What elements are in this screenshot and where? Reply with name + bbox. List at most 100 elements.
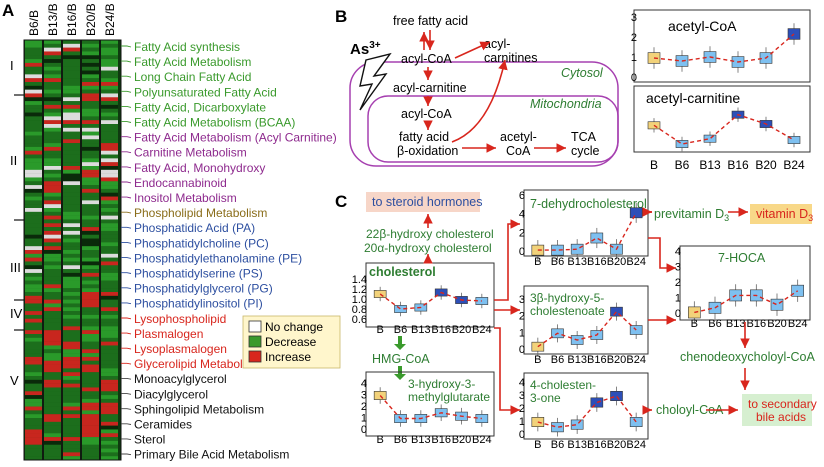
heatmap-cell [44,299,61,304]
heatmap-cell [63,337,80,342]
label-methylglutarate-1: 3-hydroxy-3- [408,377,475,391]
heatmap-cell [101,448,118,453]
heatmap-cell [44,166,61,171]
heatmap-cell [63,143,80,148]
heatmap-cell [101,398,118,403]
heatmap-cell [101,124,118,129]
heatmap-cell [44,246,61,251]
heatmap-cell [44,62,61,67]
heatmap-cell [101,295,118,300]
heatmap-cell [63,295,80,300]
heatmap-cell [44,66,61,71]
pathway-connector [121,60,132,63]
node-tca-line2: cycle [571,144,600,158]
heatmap-cell [44,418,61,423]
x-tick-label: B16 [747,318,767,330]
heatmap-cell [82,177,99,182]
heatmap-cell [63,208,80,213]
heatmap-cell [63,169,80,174]
heatmap-cell [101,326,118,331]
heatmap-cell [101,307,118,312]
heatmap-cell [25,456,42,461]
heatmap-cell [25,196,42,201]
heatmap-cell [25,173,42,178]
arrow-up-hmg-icon [394,336,406,350]
heatmap-cell [63,66,80,71]
label-methylglutarate-2: methylglutarate [408,390,490,404]
box-mark [373,391,387,400]
heatmap-cell [63,368,80,373]
heatmap-cell [44,356,61,361]
y-tick-label: 1 [631,52,637,64]
box-mark [570,419,584,430]
x-tick-label: B20 [607,354,627,366]
heatmap-cell [82,253,99,258]
heatmap-cell [63,124,80,129]
heatmap-cell [63,406,80,411]
heatmap-cell [101,97,118,102]
heatmap-cell [44,284,61,289]
box-mark [610,306,623,317]
heatmap-cell [101,219,118,224]
panel-letter-c: C [335,192,347,211]
heatmap-cell [82,341,99,346]
pathway-connector [121,317,132,320]
heatmap-cell [25,433,42,438]
heatmap-cell [101,139,118,144]
heatmap-cell [63,284,80,289]
box-mark [675,140,689,148]
secondary-bile-acids-box [742,394,812,426]
heatmap-cell [101,150,118,155]
heatmap-cell [25,299,42,304]
heatmap-cell [63,154,80,159]
box-mark [373,290,387,298]
heatmap-cell [101,154,118,159]
pathway-label: Ceramides [134,418,192,432]
heatmap-cell [82,89,99,94]
x-tick-label: B24 [788,318,808,330]
plot-title-hoca: 7-HOCA [718,251,766,265]
heatmap-cell [25,200,42,205]
trend-line [537,395,637,428]
heatmap-cell [44,139,61,144]
heatmap-cell [25,376,42,381]
heatmap-cell [63,97,80,102]
heatmap-cell [63,127,80,132]
heatmap-cell [25,51,42,56]
heatmap-cell [101,104,118,109]
heatmap-cell [44,448,61,453]
heatmap-cell [25,74,42,79]
heatmap-cell [63,288,80,293]
heatmap-cell [44,341,61,346]
heatmap-cell [63,341,80,346]
heatmap-cell [82,192,99,197]
heatmap-cell [101,55,118,60]
heatmap-cell [82,448,99,453]
heatmap-cell [25,379,42,384]
heatmap-cell [101,418,118,423]
heatmap-cell [82,410,99,415]
heatmap-cell [44,135,61,140]
heatmap-group-label: I [10,58,14,73]
heatmap-cell [82,418,99,423]
heatmap-cell [63,47,80,52]
heatmap-cell [101,425,118,430]
heatmap-cell [44,59,61,64]
x-tick-label: B24 [472,434,492,446]
legend-label-decrease: Decrease [265,335,317,349]
heatmap-cell [63,448,80,453]
y-tick-label: 2 [675,277,681,289]
heatmap-cell [101,62,118,67]
heatmap-cell [82,43,99,48]
pathway-connector [121,257,132,259]
pathway-label: Sphingolipid Metabolism [134,402,264,416]
legend-swatch-decrease [248,335,262,348]
heatmap-cell [82,406,99,411]
heatmap-cell [82,208,99,213]
heatmap-cell [82,120,99,125]
heatmap-cell [44,124,61,129]
heatmap-cell [82,395,99,400]
heatmap-cell [25,40,42,45]
heatmap-cell [63,410,80,415]
